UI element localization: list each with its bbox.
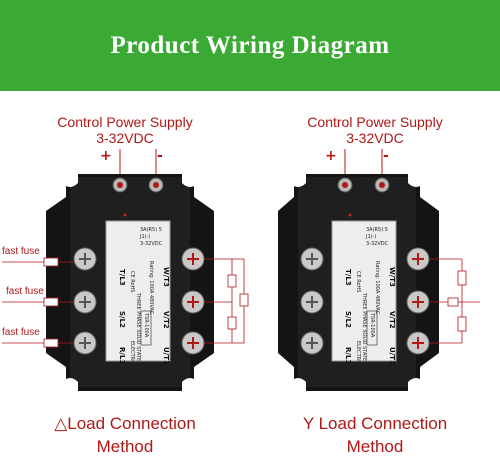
plus-symbol: +	[100, 148, 112, 164]
screw-slot-l2	[79, 296, 91, 308]
plus-symbol: +	[325, 148, 337, 164]
mount-notch-top-left	[290, 174, 306, 187]
input-terminal-minus-core	[153, 182, 159, 188]
solid-state-relay: 3A(R5) 5 J1(-) 3-32VDC T/L3 S/L2 R/L1 W/…	[278, 174, 439, 391]
screw-slot-t2	[412, 296, 424, 308]
screw-slot-t1	[187, 337, 199, 349]
control-voltage-label: 3-32VDC	[96, 130, 154, 146]
load-terminal-w-t3: W/T3	[162, 267, 170, 287]
relay-label-plate	[105, 220, 171, 362]
minus-symbol: -	[383, 148, 389, 164]
screw-slot-l3	[79, 253, 91, 265]
load-terminal-w-t3: W/T3	[388, 267, 396, 287]
line-terminal-s-l2: S/L2	[118, 311, 126, 328]
model-box	[366, 310, 378, 346]
mount-notch-top-right	[408, 174, 424, 187]
fuse-symbol-3	[43, 338, 59, 348]
indicator-led	[348, 213, 352, 217]
fast-fuse-label-3: fast fuse	[2, 327, 40, 338]
screw-slot-l2	[306, 296, 318, 308]
relay-label-plate	[331, 220, 397, 362]
input-terminal-plus-core	[117, 182, 123, 188]
fast-fuse-label-2: fast fuse	[6, 286, 44, 297]
relay-brand: ELECTRIC	[129, 341, 135, 366]
screw-slot-l3	[306, 253, 318, 265]
fuse-wiring	[2, 257, 74, 348]
load-resistor-3	[447, 297, 459, 307]
input-spec-1: 3A(R5) 5	[140, 227, 162, 233]
relay-model: TSR-100A	[369, 312, 375, 338]
wye-caption-line1: Y Load Connection	[302, 414, 448, 433]
load-resistor-2	[227, 316, 237, 330]
load-terminal-u-t1: U/T1	[388, 347, 396, 365]
screw-slot-l1	[306, 337, 318, 349]
line-terminal-r-l1: R/L1	[118, 347, 126, 364]
fast-fuse-label-1: fast fuse	[2, 246, 40, 257]
banner-title: Product Wiring Diagram	[110, 31, 390, 59]
mount-notch-top-left	[62, 174, 78, 187]
screw-slot-t3	[187, 253, 199, 265]
mount-notch-bottom-right	[408, 378, 424, 391]
load-terminal-v-t2: V/T2	[388, 311, 396, 329]
line-terminal-t-l3: T/L3	[118, 269, 126, 286]
input-spec-3: 3-32VDC	[366, 241, 389, 247]
delta-load-network	[204, 258, 249, 344]
line-terminal-t-l3: T/L3	[344, 269, 352, 286]
relay-certification-mark: CE RoHS	[355, 271, 361, 292]
mount-notch-top-right	[182, 174, 198, 187]
screw-slot-t3	[412, 253, 424, 265]
input-spec-2: J1(-)	[365, 234, 376, 240]
input-spec-2: J1(-)	[139, 234, 150, 240]
mount-notch-bottom-left	[62, 378, 78, 391]
control-power-label: Control Power Supply	[57, 114, 193, 130]
relay-description: THREE PHASE SOLID STATE RELAY	[361, 292, 367, 379]
relay-rating: Rating: 100A 480VAC	[374, 261, 380, 315]
relay-description: THREE PHASE SOLID STATE RELAY	[135, 292, 141, 379]
load-resistor-3	[239, 293, 249, 307]
screw-slot-t1	[412, 337, 424, 349]
control-power-label: Control Power Supply	[307, 114, 443, 130]
load-resistor-1	[227, 274, 237, 288]
load-resistor-1	[457, 270, 467, 286]
relay-certification-mark: CE RoHS	[129, 271, 135, 292]
wye-caption-line2: Method	[346, 437, 404, 456]
fuse-symbol-2	[43, 297, 59, 307]
load-terminal-v-t2: V/T2	[162, 311, 170, 329]
wye-load-network	[429, 258, 480, 344]
screw-slot-l1	[79, 337, 91, 349]
delta-wiring-svg: + - 3A(R5) 5 J1(-) 3-32VDC T/L3 S/L2	[2, 148, 249, 391]
solid-state-relay: 3A(R5) 5 J1(-) 3-32VDC T/L3 S/L2 R/L1 W/…	[46, 174, 214, 391]
load-resistor-2	[457, 316, 467, 332]
control-voltage-label: 3-32VDC	[346, 130, 404, 146]
relay-rating: Rating: 100A 480VAC	[148, 261, 154, 315]
wye-load-diagram: Control Power Supply 3-32VDC + - 3A(R5) …	[250, 91, 500, 457]
mount-notch-bottom-right	[182, 378, 198, 391]
input-terminal-plus-core	[342, 182, 348, 188]
line-terminal-s-l2: S/L2	[344, 311, 352, 328]
delta-caption-line1: △Load Connection	[54, 414, 196, 433]
relay-brand: ELECTRIC	[355, 341, 361, 366]
screw-slot-t2	[187, 296, 199, 308]
load-terminal-u-t1: U/T1	[162, 347, 170, 365]
wye-wiring-svg: + - 3A(R5) 5 J1(-) 3-32VDC T/L3 S/L2 R/L…	[278, 148, 480, 391]
delta-caption-line2: Method	[96, 437, 154, 456]
fuse-symbol-1	[43, 257, 59, 267]
relay-model: TSR-100A	[143, 312, 149, 338]
minus-symbol: -	[157, 148, 163, 164]
delta-load-diagram: Control Power Supply 3-32VDC + - 3A(R5) …	[0, 91, 250, 457]
input-spec-1: 3A(R5) 5	[366, 227, 388, 233]
mount-notch-bottom-left	[290, 378, 306, 391]
line-terminal-r-l1: R/L1	[344, 347, 352, 364]
title-banner: Product Wiring Diagram	[0, 0, 500, 91]
input-terminal-minus-core	[379, 182, 385, 188]
indicator-led	[123, 213, 127, 217]
model-box	[140, 310, 152, 346]
input-spec-3: 3-32VDC	[140, 241, 163, 247]
